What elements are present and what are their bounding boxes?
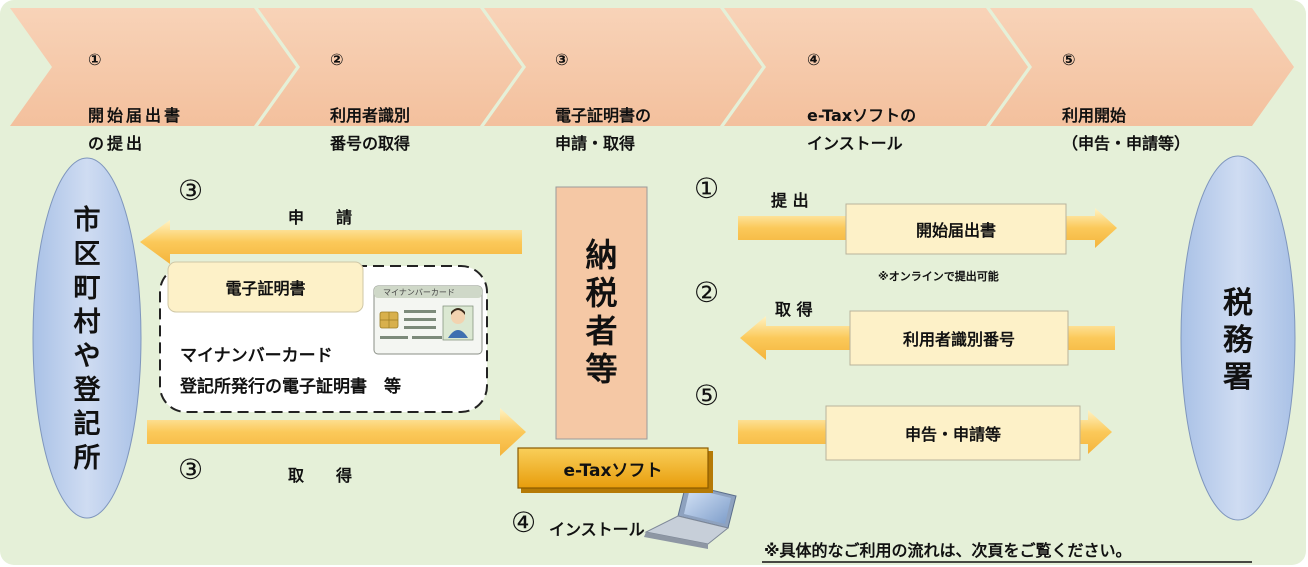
step-1: ① 開始届出書 の提出 <box>88 18 183 186</box>
step-chevron-5 <box>990 8 1294 126</box>
municipal-office-label: 市 区 町 村 や 登 記 所 <box>57 200 117 480</box>
municipal-char-7: 記 <box>73 409 101 440</box>
acquire-id-label: 取 得 <box>775 300 813 319</box>
step-5: ⑤ 利用開始 （申告・申請等） <box>1062 18 1190 186</box>
step-2-label: 利用者識別 番号の取得 <box>330 106 411 153</box>
step-chevron-2 <box>258 8 522 126</box>
step-4-number: ④ <box>807 50 821 69</box>
install-label: インストール <box>549 520 645 539</box>
tax-office-label: 税 務 署 <box>1206 285 1270 395</box>
acquire-arrow <box>147 408 526 456</box>
apply-label: 申 請 <box>288 208 353 227</box>
apply-step-number: ③ <box>178 174 204 207</box>
step-3-label: 電子証明書の 申請・取得 <box>555 106 652 153</box>
municipal-char-5: や <box>73 341 101 372</box>
user-id-label: 利用者識別番号 <box>902 330 1015 349</box>
tax-office-char-3: 署 <box>1223 359 1253 395</box>
filing-label: 申告・申請等 <box>904 425 1001 444</box>
step-5-label: 利用開始 （申告・申請等） <box>1062 106 1191 153</box>
step-2-number: ② <box>330 50 344 69</box>
acquire-step-number: ③ <box>178 453 204 486</box>
etax-software-button[interactable]: e-Taxソフト <box>563 460 663 481</box>
taxpayer-char-1: 納 <box>585 236 618 274</box>
registry-certificate-label: 登記所発行の電子証明書 等 <box>180 377 401 397</box>
footer-note: ※具体的なご利用の流れは、次頁をご覧ください。 <box>764 541 1132 560</box>
taxpayer-char-3: 者 <box>585 312 618 350</box>
municipal-char-4: 村 <box>73 307 101 338</box>
certificate-title: 電子証明書 <box>225 279 306 298</box>
tax-office-oval <box>1180 155 1296 521</box>
step-1-label: 開始届出書 の提出 <box>88 106 184 153</box>
step-2: ② 利用者識別 番号の取得 <box>330 18 410 186</box>
municipal-char-8: 所 <box>73 443 101 474</box>
card-header: マイナンバーカード <box>383 288 455 297</box>
municipal-office-oval <box>32 157 142 519</box>
tax-office-char-2: 務 <box>1223 322 1253 358</box>
start-notice-box <box>845 203 1067 255</box>
etax-software-button-face <box>517 447 709 489</box>
my-number-card-illustration <box>373 285 483 355</box>
tax-office-char-1: 税 <box>1223 285 1253 321</box>
user-id-box <box>849 310 1069 366</box>
online-note: ※オンラインで提出可能 <box>878 270 999 283</box>
step-banner <box>10 8 1294 126</box>
acquire-id-step-number: ② <box>694 276 720 309</box>
submit-label: 提 出 <box>771 191 809 210</box>
laptop-icon <box>644 483 737 549</box>
municipal-char-6: 登 <box>73 375 101 406</box>
step-chevron-1 <box>10 8 296 126</box>
apply-arrow <box>140 220 522 264</box>
submit-step-number: ① <box>694 172 720 205</box>
municipal-char-1: 市 <box>73 205 101 236</box>
step-5-number: ⑤ <box>1062 50 1076 69</box>
municipal-char-3: 町 <box>73 273 101 304</box>
step-chevron-4 <box>724 8 1028 126</box>
municipal-char-2: 区 <box>73 239 101 270</box>
my-number-card-label: マイナンバーカード <box>180 346 333 366</box>
filing-box <box>825 405 1081 461</box>
step-3: ③ 電子証明書の 申請・取得 <box>555 18 651 186</box>
certificate-title-box <box>167 261 364 313</box>
step-4: ④ e-Taxソフトの インストール <box>807 18 916 186</box>
start-notice-label: 開始届出書 <box>915 221 996 240</box>
step-chevron-3 <box>484 8 762 126</box>
step-3-number: ③ <box>555 50 569 69</box>
step-1-number: ① <box>88 50 102 69</box>
start-step-number: ⑤ <box>694 379 720 412</box>
taxpayer-box <box>555 186 648 440</box>
acquire-label: 取 得 <box>288 466 353 485</box>
taxpayer-label: 納 税 者 等 <box>556 236 647 388</box>
install-step-number: ④ <box>511 506 537 539</box>
taxpayer-char-4: 等 <box>585 350 618 388</box>
step-4-label: e-Taxソフトの インストール <box>807 106 917 153</box>
taxpayer-char-2: 税 <box>585 274 618 312</box>
